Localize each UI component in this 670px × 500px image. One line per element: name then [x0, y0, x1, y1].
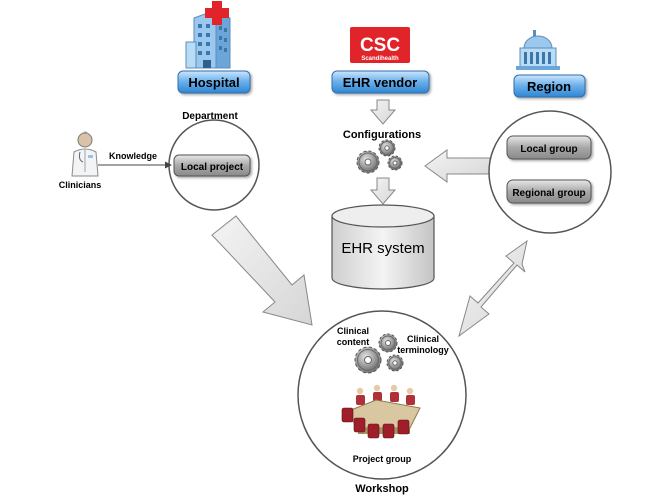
- hospital-label: Hospital: [188, 75, 239, 90]
- region-building-icon: [516, 30, 560, 70]
- clinical-content-label-line1: Clinical: [337, 326, 369, 336]
- clinicians-label: Clinicians: [59, 180, 102, 190]
- local-project-box: [173, 154, 251, 177]
- knowledge-label: Knowledge: [109, 151, 157, 161]
- region-circle: [488, 110, 612, 234]
- knowledge-arrow: [98, 161, 172, 169]
- clinician-icon: [71, 131, 99, 177]
- meeting-table-illustration: [341, 384, 421, 439]
- local-project-label: Local project: [181, 162, 244, 173]
- arrow-region-to-configurations: [424, 149, 491, 183]
- clinical-content-label-line2: content: [337, 337, 370, 347]
- regional-group-label: Regional group: [512, 188, 585, 199]
- region-pill: [513, 74, 586, 98]
- clinical-terminology-label-line2: terminology: [397, 345, 449, 355]
- configuration-gears-icon: [356, 139, 403, 174]
- csc-logo-subtext: Scandihealth: [361, 56, 399, 62]
- project-group-label: Project group: [353, 454, 412, 464]
- clinical-terminology-label-line1: Clinical: [407, 334, 439, 344]
- arrow-configurations-to-ehr: [369, 177, 397, 205]
- ehr-system-database-icon: [331, 204, 435, 290]
- regional-group-box: [506, 179, 592, 204]
- arrow-vendor-to-configurations: [369, 99, 397, 125]
- csc-logo: CSC Scandihealth: [350, 27, 410, 63]
- arrow-department-to-workshop: [211, 215, 313, 326]
- ehr-vendor-label: EHR vendor: [343, 75, 417, 90]
- hospital-pill: [177, 70, 251, 94]
- csc-logo-text: CSC: [360, 35, 400, 56]
- local-group-label: Local group: [520, 144, 577, 155]
- region-label: Region: [527, 79, 571, 94]
- local-group-box: [506, 135, 592, 160]
- workshop-gears-icon: [354, 333, 404, 374]
- hospital-cross-icon: [205, 1, 229, 25]
- arrow-workshop-region-bidirectional: [458, 239, 528, 338]
- configurations-label: Configurations: [343, 129, 421, 141]
- ehr-system-label: EHR system: [341, 240, 424, 257]
- ehr-vendor-pill: [331, 70, 430, 94]
- workshop-label: Workshop: [355, 483, 409, 495]
- hospital-building-icon: [185, 9, 231, 69]
- department-label: Department: [182, 111, 238, 122]
